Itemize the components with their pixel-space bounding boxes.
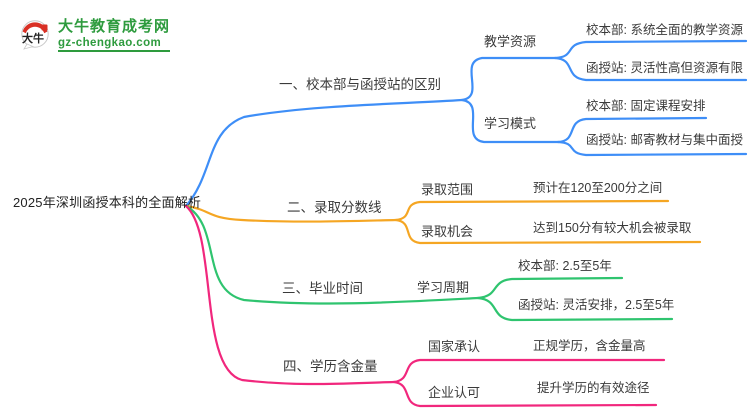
branch-3-stem-line [184, 204, 480, 305]
branch-1-fork-down-line [460, 98, 560, 144]
branch-3-leaf-1-node: 校本部: 2.5至5年 [518, 259, 612, 273]
branch-2-node: 二、录取分数线 [287, 200, 382, 215]
branch-1-sub-2-node: 学习模式 [484, 116, 537, 131]
branch-3-leaf-2-node: 函授站: 灵活安排，2.5至5年 [518, 298, 675, 312]
branch-2-fork-down-line [394, 218, 702, 245]
branch-1-sub-1-node: 教学资源 [484, 34, 537, 49]
branch-2-sub-1-node: 录取范围 [421, 182, 474, 197]
branch-4-fork-down-line [392, 380, 658, 408]
branch-4-lines [184, 204, 666, 408]
branch-4-node: 四、学历含金量 [283, 359, 378, 374]
logo-domain: gz-chengkao.com [58, 37, 171, 52]
branch-1-leaf-4-line [556, 140, 748, 157]
logo-text: 大牛教育成考网 gz-chengkao.com [58, 15, 171, 52]
svg-text:大牛: 大牛 [22, 31, 44, 45]
branch-2-sub-2-node: 录取机会 [421, 224, 474, 239]
branch-1-leaf-2-node: 函授站: 灵活性高但资源有限 [586, 61, 743, 75]
root-node: 2025年深圳函授本科的全面解析 [13, 195, 202, 210]
branch-2-fork-up-line [394, 199, 670, 222]
branch-1-leaf-3-line [556, 116, 708, 144]
branch-4-fork-up-line [392, 358, 666, 384]
site-logo[interactable]: 大牛 大牛教育成考网 gz-chengkao.com [20, 15, 171, 52]
branch-1-leaf-4-node: 函授站: 邮寄教材与集中面授 [586, 133, 743, 147]
branch-1-leaf-2-line [553, 56, 748, 82]
branch-1-leaf-3-node: 校本部: 固定课程安排 [586, 99, 706, 113]
branch-1-fork-up-line [460, 56, 557, 102]
branch-1-leaf-1-line [553, 39, 748, 60]
branch-4-sub-2-node: 企业认可 [428, 385, 481, 400]
branch-2-lines [184, 199, 702, 245]
dainiu-seal-icon: 大牛 [20, 18, 52, 50]
branch-3-lines [184, 204, 674, 322]
branch-3-node: 三、毕业时间 [282, 281, 363, 296]
branch-1-lines [184, 39, 748, 208]
branch-2-leaf-2-node: 达到150分有较大机会被录取 [533, 221, 692, 235]
branch-4-sub-1-node: 国家承认 [428, 339, 481, 354]
branch-1-leaf-1-node: 校本部: 系统全面的教学资源 [586, 23, 743, 37]
branch-1-stem-line [184, 98, 464, 208]
logo-title: 大牛教育成考网 [58, 18, 171, 35]
branch-3-sub-1-node: 学习周期 [417, 280, 470, 295]
branch-2-stem-line [184, 204, 398, 223]
branch-2-leaf-1-node: 预计在120至200分之间 [533, 181, 663, 195]
branch-3-fork-down-line [476, 296, 674, 322]
branch-1-node: 一、校本部与函授站的区别 [279, 77, 441, 92]
branch-3-fork-up-line [476, 276, 624, 300]
branch-4-leaf-2-node: 提升学历的有效途径 [537, 381, 650, 395]
branch-4-stem-line [184, 204, 396, 386]
branch-4-leaf-1-node: 正规学历，含金量高 [533, 339, 646, 353]
